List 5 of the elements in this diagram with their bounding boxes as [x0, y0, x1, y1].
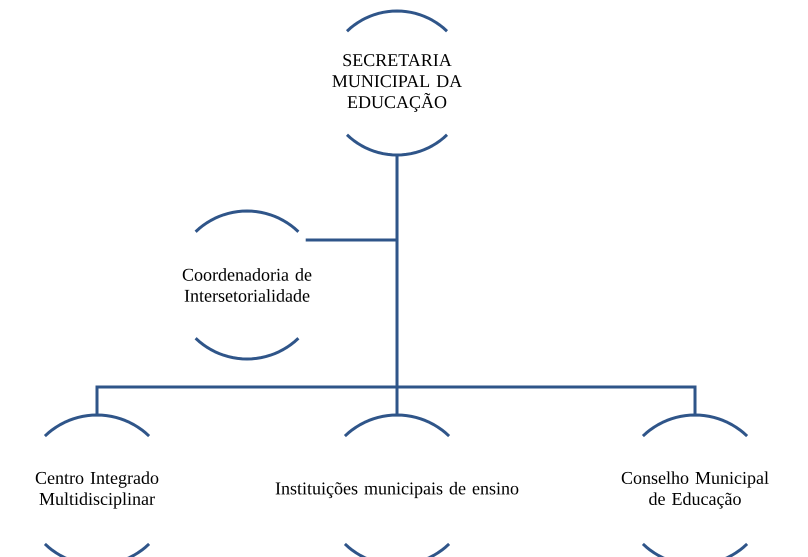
node-label: Instituições municipais de ensino: [276, 482, 518, 498]
node-label: Centro Integrado Multidisciplinar: [36, 471, 158, 509]
node-label: Conselho Municipal de Educação: [622, 471, 769, 509]
node-label: SECRETARIA MUNICIPAL DA EDUCAÇÃO: [332, 54, 462, 112]
node-label: Coordenadoria de Intersetorialidade: [182, 268, 312, 302]
